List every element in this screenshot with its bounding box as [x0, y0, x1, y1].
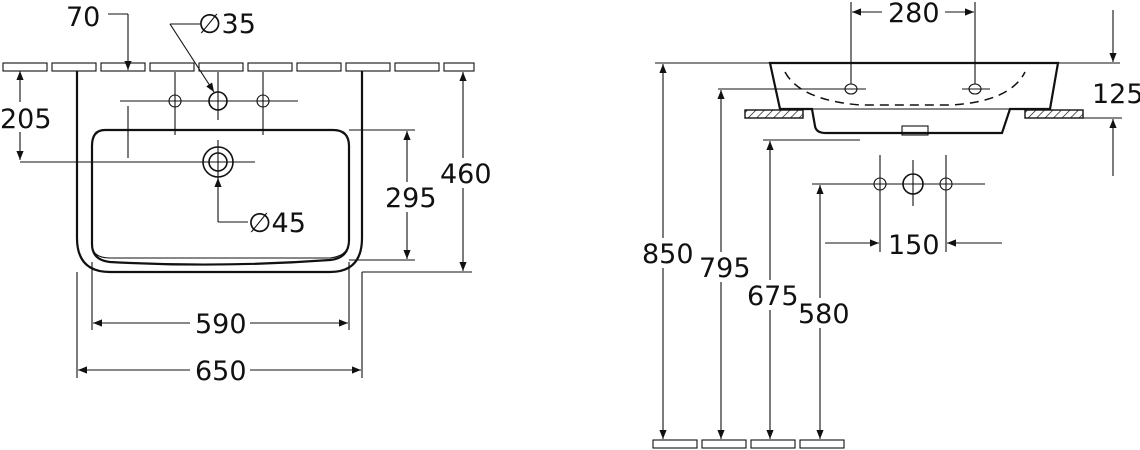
dim-460-label: 460 [440, 159, 492, 190]
fixing-hole-right [962, 83, 990, 95]
waste-stub [901, 125, 929, 136]
waste-outlet [20, 140, 255, 184]
dim-590-label: 590 [195, 309, 247, 340]
tap-hole-right [256, 72, 270, 135]
tap-hole-left [160, 72, 190, 135]
dim-675-label: 675 [747, 281, 799, 312]
basin-side-inner-curve [784, 71, 1026, 106]
outlet-hole-left [873, 155, 887, 252]
outlet-hole-center [902, 160, 924, 206]
front-view: 70 ∅35 205 ∅45 295 460 590 [0, 2, 492, 387]
tap-hole-center [120, 72, 298, 120]
side-view: 280 125 850 795 675 580 [640, 0, 1140, 449]
dim-650-label: 650 [195, 356, 247, 387]
dim-795-label: 795 [699, 253, 751, 284]
basin-outline [75, 71, 364, 274]
dim-diameter-35-label: ∅35 [198, 9, 256, 40]
basin-bowl [90, 128, 351, 266]
dim-diameter-45-label: ∅45 [248, 208, 306, 239]
basin-bowl-inner-rim [91, 245, 349, 259]
dim-150-label: 150 [888, 230, 940, 261]
basin-side-profile [768, 61, 1060, 135]
wall-bracket-right [1024, 109, 1084, 119]
dim-205-label: 205 [0, 104, 52, 135]
floor-tiles [652, 439, 845, 449]
dim-125-label: 125 [1092, 79, 1140, 110]
dim-280-label: 280 [888, 0, 940, 29]
wall-tiles-top [2, 62, 475, 72]
dim-295-label: 295 [385, 183, 437, 214]
dim-70-label: 70 [66, 2, 100, 33]
outlet-hole-right [939, 155, 953, 252]
wall-bracket-left [744, 109, 804, 119]
dim-850-label: 850 [642, 239, 694, 270]
dim-580-label: 580 [798, 299, 850, 330]
fixing-hole-left [838, 83, 866, 95]
